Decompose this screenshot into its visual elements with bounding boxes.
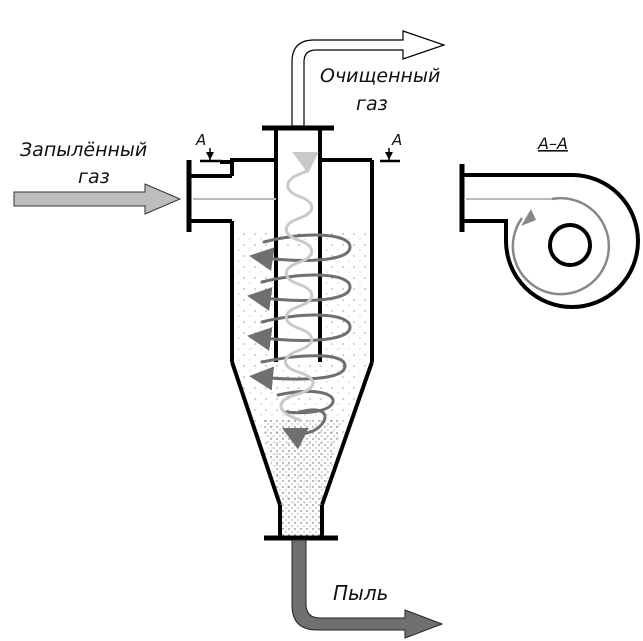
cyclone-body bbox=[186, 125, 374, 541]
clean-gas-label-line2: газ bbox=[356, 93, 388, 115]
dust-stipple bbox=[232, 232, 372, 538]
clean-gas-arrow bbox=[291, 30, 446, 127]
section-mark-right-label: A bbox=[391, 131, 402, 149]
section-title: A–A bbox=[537, 134, 568, 153]
dusty-gas-arrow bbox=[13, 183, 182, 215]
clean-gas-label-line1: Очищенный bbox=[320, 65, 440, 87]
dusty-gas-label-line1: Запылённый bbox=[20, 139, 147, 161]
section-mark-left: A bbox=[195, 131, 222, 163]
dusty-gas-label-line2: газ bbox=[78, 166, 110, 188]
section-mark-right: A bbox=[380, 131, 402, 163]
dust-arrow bbox=[291, 539, 444, 639]
dust-label: Пыль bbox=[333, 581, 388, 605]
inner-vortex-spiral bbox=[279, 151, 319, 422]
section-view: A–A bbox=[459, 134, 640, 309]
section-mark-left-label: A bbox=[195, 131, 206, 149]
